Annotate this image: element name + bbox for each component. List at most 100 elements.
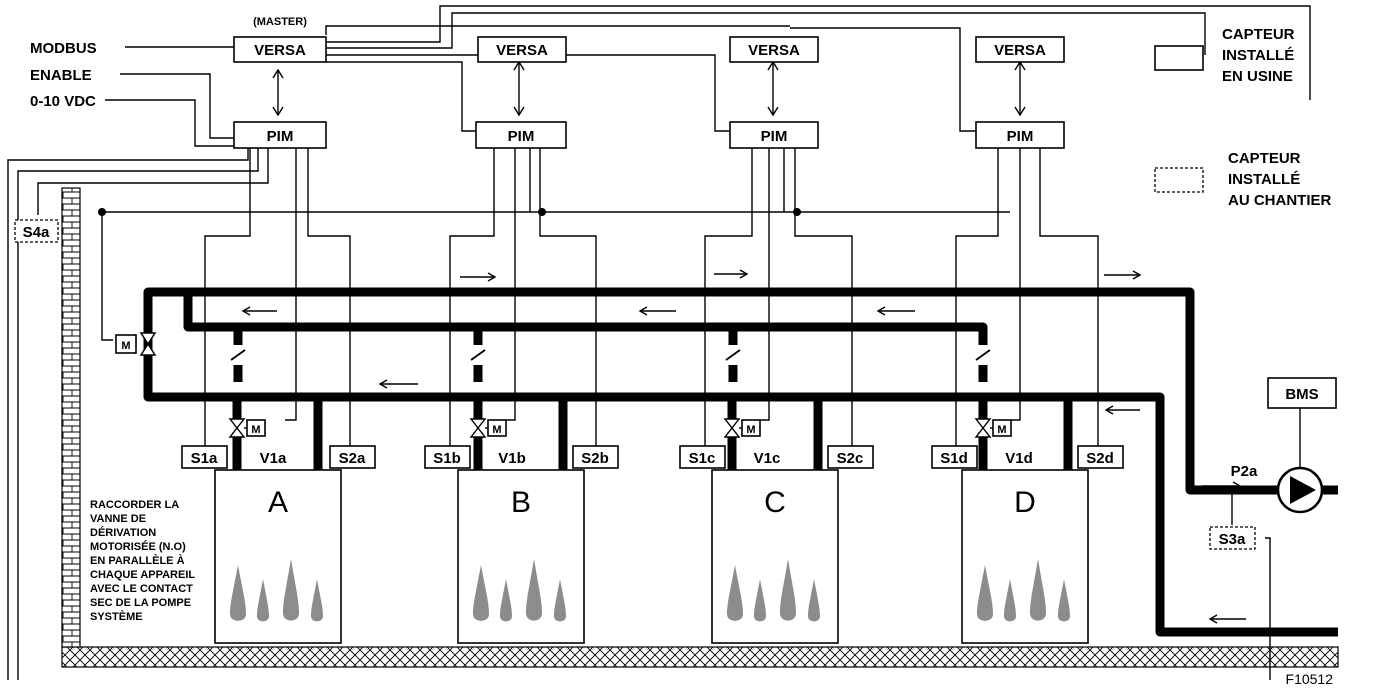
flame-icon [1030,559,1046,621]
flame-icon [473,565,489,621]
pim-module: PIM [233,121,327,149]
pim-module: PIM [475,121,567,149]
valve-label: V1b [498,450,526,467]
vdc-label: 0-10 VDC [30,93,96,110]
bus-junction [793,208,801,216]
sensor-label: S1a [191,450,218,467]
flame-icon [230,565,246,621]
legend-line: INSTALLÉ [1222,47,1294,64]
note-line: AVEC LE CONTACT [90,583,193,595]
bus-junction [98,208,106,216]
sensor-label: S2a [339,450,366,467]
pump-label: P2a [1231,463,1258,480]
flame-icon [754,579,766,622]
versa-label: VERSA [748,42,800,59]
legend-line: CAPTEUR [1222,26,1295,43]
valve-icon [974,418,992,438]
pim-label: PIM [1007,128,1034,145]
master-label: (MASTER) [253,16,307,28]
sensor-label: S3a [1219,531,1246,548]
sensor-label: S1c [689,450,716,467]
bus-junction [538,208,546,216]
flame-icon [257,579,269,622]
valve-icon [228,418,246,438]
motor-label: M [251,424,260,436]
signal-wiring [7,5,1311,680]
versa-label: VERSA [994,42,1046,59]
return-sensor [1077,445,1124,469]
legend-line: INSTALLÉ [1228,171,1300,188]
return-sensor [329,445,376,469]
motor-label: M [121,340,130,352]
flame-icon [554,579,566,622]
sensor-label: S2b [581,450,609,467]
note-line: MOTORISÉE (N.O) [90,540,186,553]
installation-note: RACCORDER LA VANNE DE DÉRIVATION MOTORIS… [90,499,195,623]
pim-module: PIM [975,121,1065,149]
motor-label: M [746,424,755,436]
flow-arrows [241,269,1246,624]
flame-icon [977,565,993,621]
flame-icon [311,579,323,622]
legend-factory: CAPTEUR INSTALLÉ EN USINE [1154,26,1295,85]
valve-icon [469,418,487,438]
sensor-label: S2d [1086,450,1114,467]
valve-motor [246,419,266,437]
legend-line: EN USINE [1222,68,1293,85]
valve-icon [723,418,741,438]
versa-slave: VERSA [975,36,1065,63]
supply-sensor [424,445,471,469]
valve-motor [992,419,1012,437]
bms-label: BMS [1285,386,1318,403]
flame-icon [1004,579,1016,622]
modbus-label: MODBUS [30,40,97,57]
pim-label: PIM [508,128,535,145]
note-line: EN PARALLÈLE À [90,554,185,567]
check-valve-marks [230,349,991,361]
valve-label: V1d [1005,450,1033,467]
sensor-label: S2c [837,450,864,467]
flame-icon [727,565,743,621]
versa-slave: VERSA [477,36,567,63]
ground-hatch [61,646,1339,668]
valve-label: V1a [260,450,287,467]
versa-label: VERSA [254,42,306,59]
enable-label: ENABLE [30,67,92,84]
flame-icon [808,579,820,622]
versa-label: VERSA [496,42,548,59]
wall-brick [61,187,81,648]
note-line: DÉRIVATION [90,526,156,539]
valve-label: V1c [754,450,781,467]
supply-sensor [931,445,978,469]
note-line: RACCORDER LA [90,499,179,511]
versa-slave: VERSA [729,36,819,63]
boiler-letter: B [511,486,531,519]
flame-icon [283,559,299,621]
flame-icon [526,559,542,621]
motor-label: M [492,424,501,436]
return-sensor [572,445,619,469]
pim-label: PIM [267,128,294,145]
legend-line: AU CHANTIER [1228,192,1331,209]
boiler-b: B S1b S2b M V1b [424,418,619,644]
legend-line: CAPTEUR [1228,150,1301,167]
flame-icon [1058,579,1070,622]
versa-master: VERSA (MASTER) [233,16,327,63]
boiler-letter: C [764,486,786,519]
sensor-label: S4a [23,224,50,241]
note-line: SYSTÈME [90,610,143,623]
bms-box: BMS [1267,377,1337,409]
note-line: SEC DE LA POMPE [90,597,191,609]
flame-icon [780,559,796,621]
bypass-valve: M [115,332,157,356]
boiler-c: C S1c S2c M V1c [679,418,874,644]
sensor-label: S1d [940,450,968,467]
valve-motor [741,419,761,437]
sensor-label: S1b [433,450,461,467]
valve-motor [487,419,507,437]
pim-module: PIM [729,121,819,149]
